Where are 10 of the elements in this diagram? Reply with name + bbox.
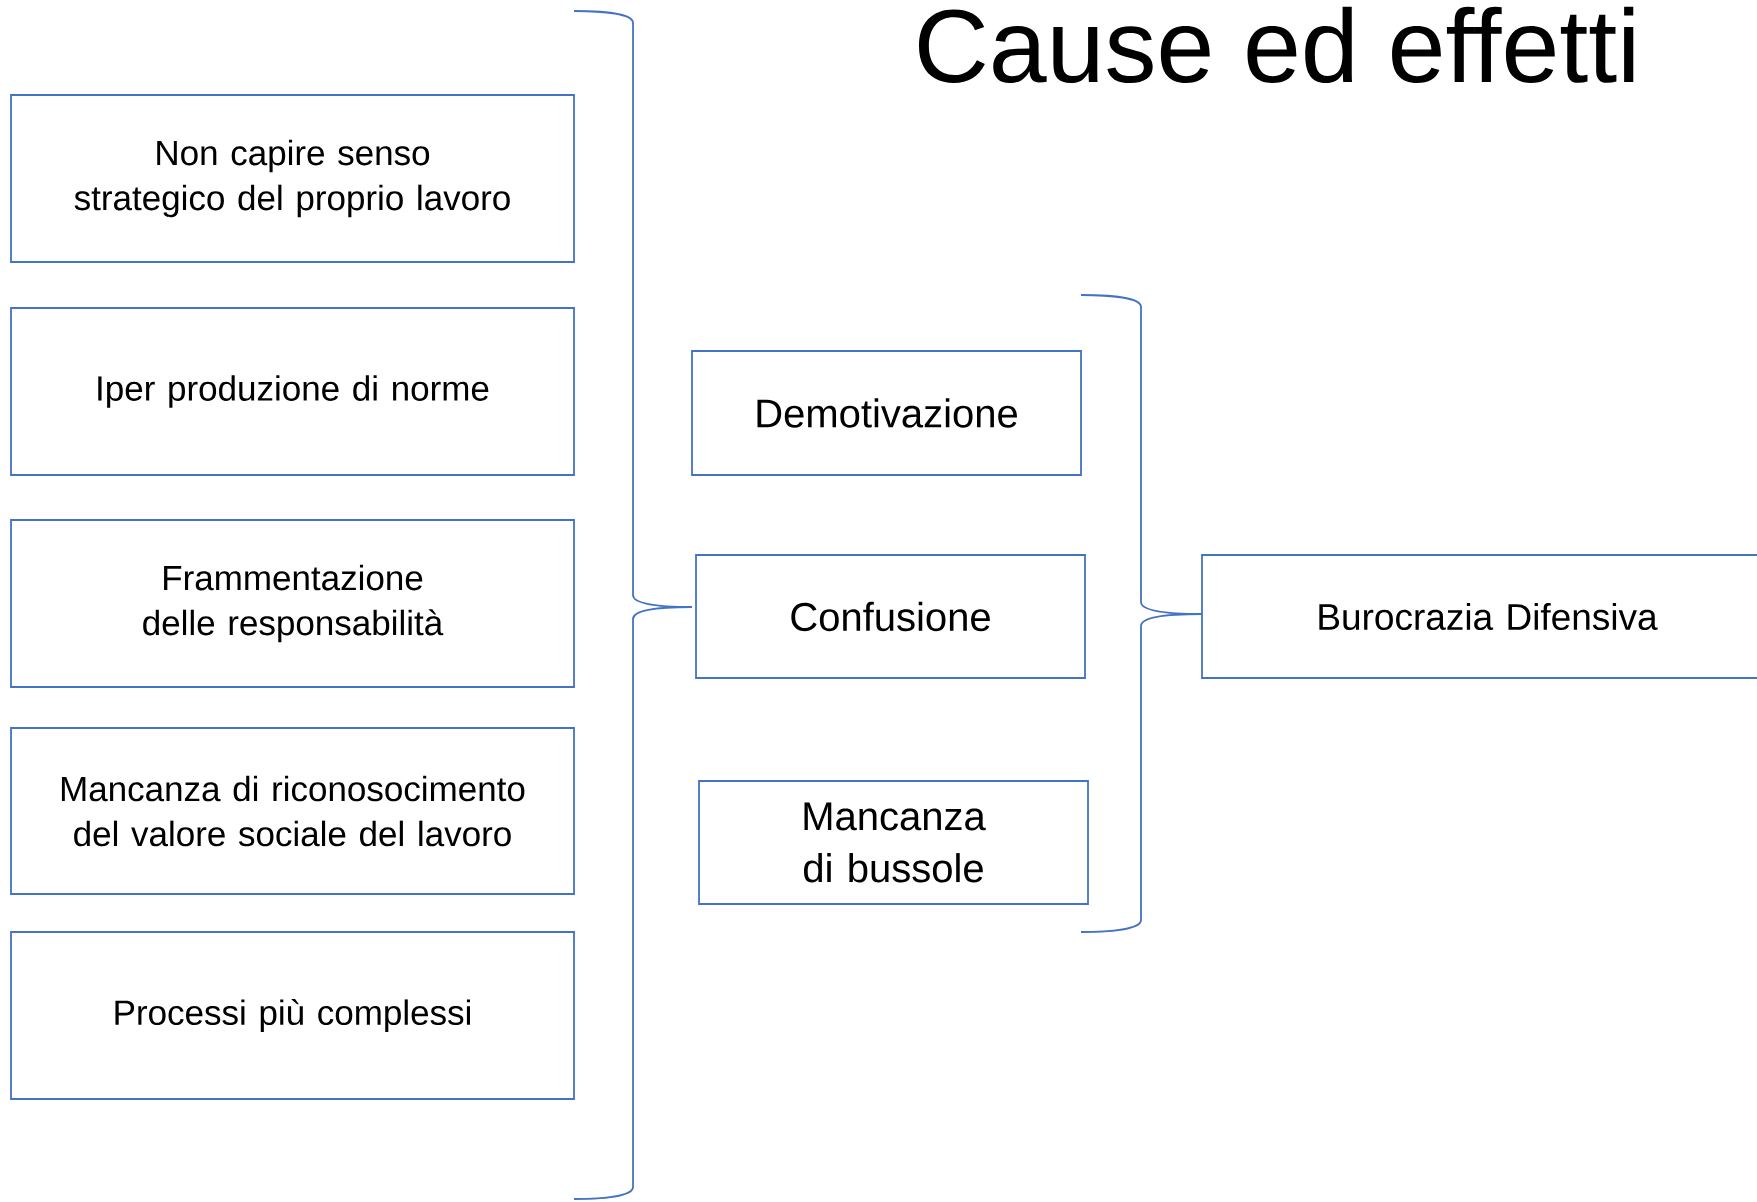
text-box: Processi più complessi: [10, 931, 575, 1100]
text-box: Iper produzione di norme: [10, 307, 575, 476]
text-box: Frammentazione delle responsabilità: [10, 519, 575, 688]
text-box: Confusione: [695, 554, 1086, 679]
title: Cause ed effetti: [919, 6, 1634, 83]
text-box: Non capire senso strategico del proprio lavoro: [10, 94, 575, 263]
text-box: Mancanza di riconosocimento del valore sociale del lavoro: [10, 727, 575, 895]
text-box: Burocrazia Difensiva: [1201, 554, 1757, 679]
text-box: Demotivazione: [691, 350, 1082, 476]
text-box: Mancanza di bussole: [698, 780, 1089, 905]
